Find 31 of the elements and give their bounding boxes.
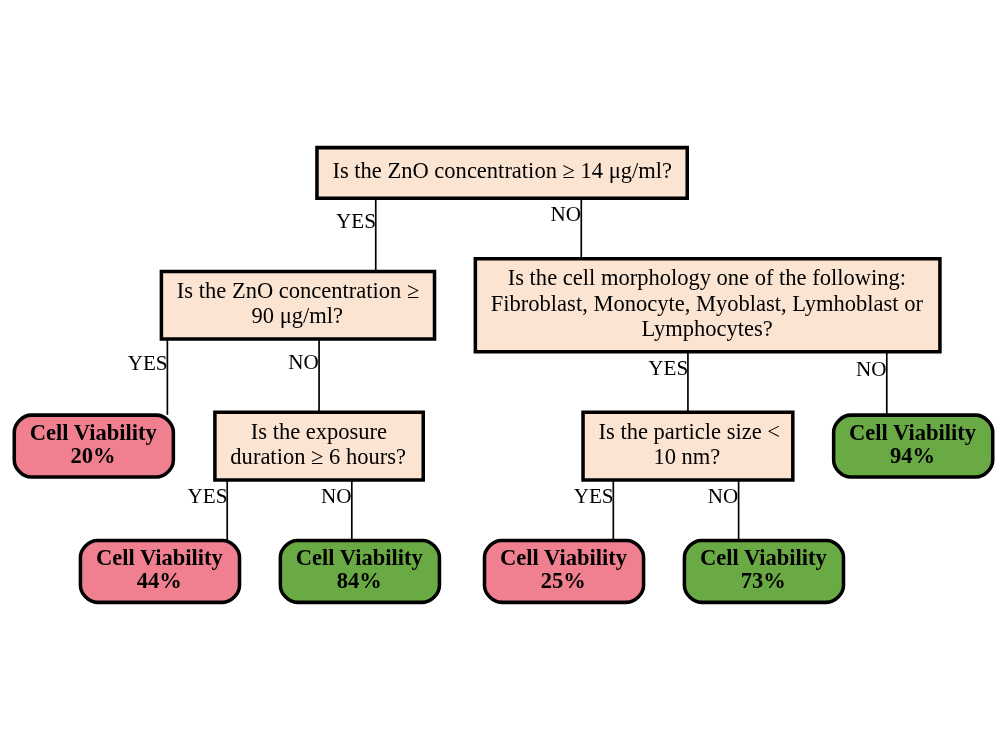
node-box: Cell Viability 73% [682, 538, 846, 605]
node-box: Cell Viability 25% [482, 538, 646, 605]
node-box: Is the ZnO concentration ≥ 90 μg/ml? [159, 269, 437, 341]
node-box: Cell Viability 44% [78, 538, 242, 605]
edge-label: YES [648, 355, 689, 380]
connector [885, 350, 888, 416]
node-box: Is the particle size < 10 nm? [581, 410, 795, 482]
connector [318, 338, 320, 413]
edge-label: NO [321, 484, 352, 509]
connector [612, 479, 615, 542]
connector [226, 479, 229, 542]
edge-label: NO [856, 357, 887, 382]
node-box: Is the cell morphology one of the following: Fibroblast, Monocyte, Myoblast, Lymhoblast or Lymphocytes? [473, 257, 942, 354]
edge-label: YES [573, 484, 614, 509]
edge-label: YES [336, 208, 376, 233]
node-box: Cell Viability 94% [831, 413, 995, 479]
connector [350, 479, 353, 542]
node-box: Cell Viability 20% [12, 413, 176, 479]
connector [687, 350, 689, 413]
edge-label: YES [187, 484, 228, 509]
edge-label: NO [550, 202, 582, 227]
connector [737, 479, 740, 542]
connector [374, 197, 377, 273]
edge-label: YES [127, 351, 168, 376]
edge-label: NO [707, 484, 739, 509]
node-box: Is the ZnO concentration ≥ 14 μg/ml? [315, 145, 689, 201]
edge-label: NO [288, 349, 319, 374]
connector [166, 338, 169, 416]
node-box: Cell Viability 84% [278, 538, 442, 605]
connector [580, 197, 583, 260]
node-box: Is the exposure duration ≥ 6 hours? [213, 410, 425, 482]
